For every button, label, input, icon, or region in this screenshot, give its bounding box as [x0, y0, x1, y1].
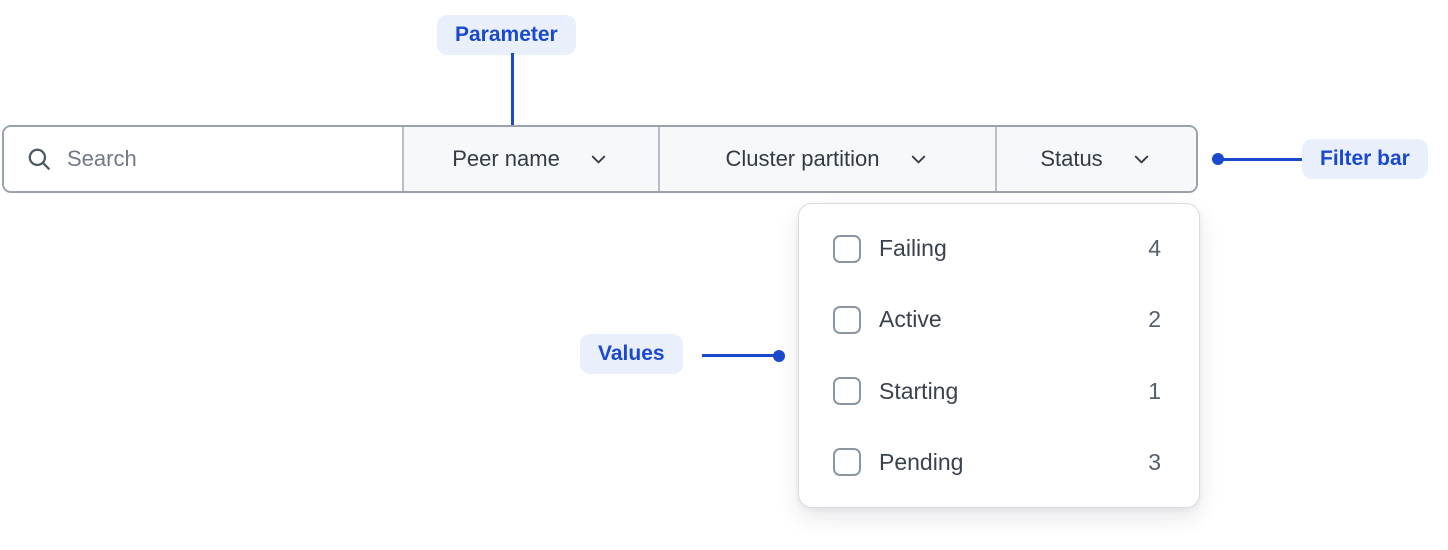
filter-bar-connector-dot	[1212, 153, 1224, 165]
filter-bar: Peer name Cluster partition Status	[2, 125, 1198, 193]
menu-item-count: 1	[1148, 377, 1161, 404]
cluster-partition-dropdown[interactable]: Cluster partition	[658, 127, 995, 191]
menu-item-active[interactable]: Active 2	[833, 284, 1161, 355]
starting-checkbox[interactable]	[833, 377, 861, 406]
chevron-down-icon	[591, 155, 606, 163]
pending-checkbox[interactable]	[833, 448, 861, 477]
chevron-down-icon	[911, 155, 925, 163]
menu-item-label: Starting	[879, 377, 959, 404]
search-input[interactable]	[67, 146, 387, 172]
chevron-down-icon	[1134, 155, 1148, 163]
status-filter-menu: Failing 4 Active 2 Starting 1 Pending 3	[798, 203, 1200, 508]
filter-bar-connector-line	[1222, 158, 1302, 161]
peer-name-dropdown-label: Peer name	[452, 146, 560, 171]
filter-bar-annotation-badge: Filter bar	[1302, 139, 1428, 179]
values-connector-line	[702, 354, 774, 357]
menu-item-count: 3	[1148, 448, 1161, 475]
menu-item-starting[interactable]: Starting 1	[833, 356, 1161, 427]
menu-item-label: Failing	[879, 235, 947, 262]
active-checkbox[interactable]	[833, 305, 861, 334]
menu-item-failing[interactable]: Failing 4	[833, 213, 1161, 284]
values-connector-dot	[773, 350, 785, 362]
failing-checkbox[interactable]	[833, 234, 861, 263]
menu-item-label: Active	[879, 306, 942, 333]
cluster-partition-dropdown-label: Cluster partition	[725, 146, 880, 171]
menu-item-pending[interactable]: Pending 3	[833, 427, 1161, 498]
search-field[interactable]	[4, 127, 402, 191]
parameter-connector-line	[511, 53, 514, 137]
menu-item-label: Pending	[879, 448, 964, 475]
values-annotation-badge: Values	[580, 334, 683, 374]
search-icon	[28, 148, 50, 170]
status-dropdown-label: Status	[1040, 146, 1103, 171]
status-dropdown[interactable]: Status	[995, 127, 1196, 191]
menu-item-count: 4	[1148, 235, 1161, 262]
menu-item-count: 2	[1148, 306, 1161, 333]
parameter-annotation-badge: Parameter	[437, 15, 576, 55]
peer-name-dropdown[interactable]: Peer name	[402, 127, 658, 191]
